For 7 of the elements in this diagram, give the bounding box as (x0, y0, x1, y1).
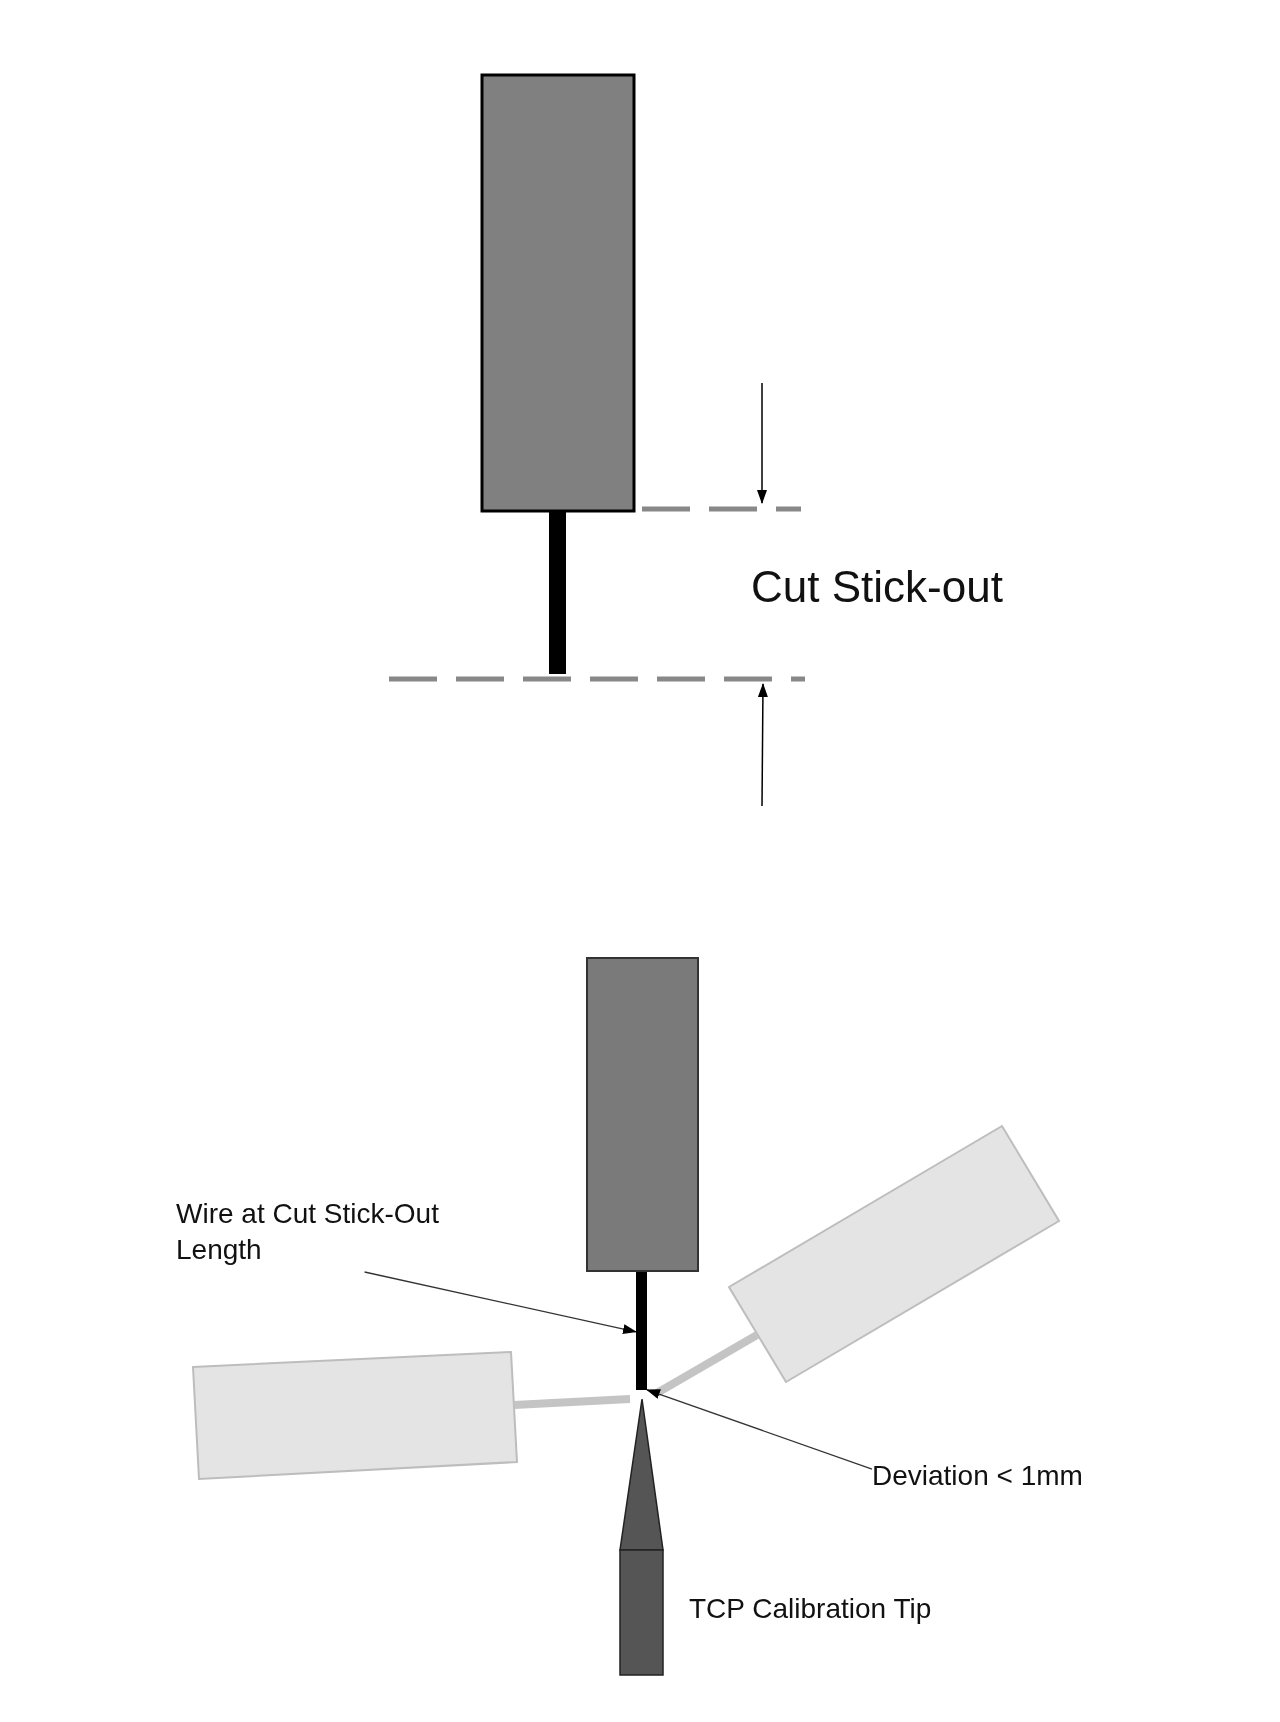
callout-text: Deviation < 1mm (872, 1459, 1084, 1493)
part-label: TCP Calibration Tip (689, 1592, 932, 1626)
leader-line (363, 1271, 637, 1334)
callout-text: Wire at Cut Stick-Out Length (176, 1197, 440, 1268)
leader-line (646, 1389, 873, 1470)
dimension-label: Cut Stick-out (751, 561, 1003, 613)
wire (636, 1272, 647, 1390)
